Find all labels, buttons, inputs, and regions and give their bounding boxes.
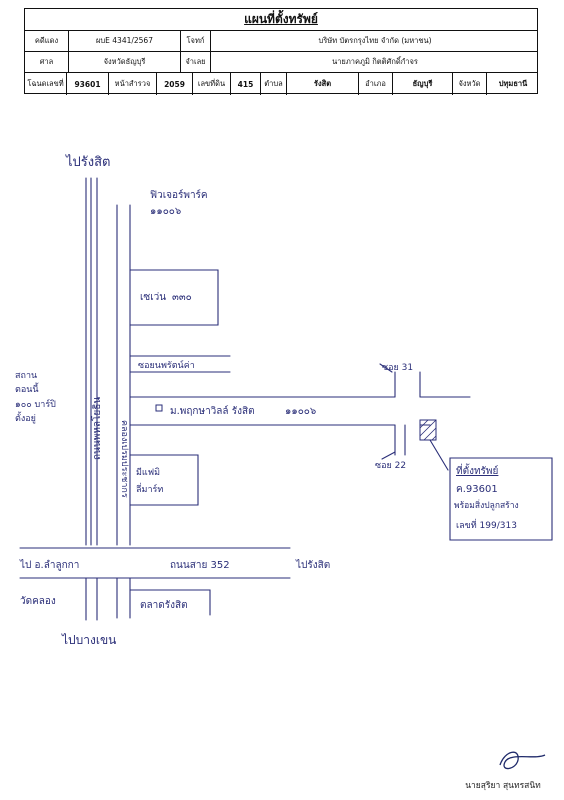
label-to-lamlukka: ไป อ.ลำลูกกา (19, 559, 79, 571)
land-no-label: เลขที่ดิน (193, 73, 231, 95)
label-soi-31: ซอย 31 (382, 363, 413, 373)
label-market: ตลาดรังสิต (140, 600, 188, 611)
property-info-table: แผนที่ตั้งทรัพย์ คดีแดง ผบE 4341/2567 โจ… (24, 8, 538, 95)
survey-number: 2059 (157, 73, 193, 95)
district-label: อำเภอ (359, 73, 393, 95)
mini-mart-block (129, 454, 199, 506)
label-soi-rangsit: ซอยนพรัตน์ค่า (138, 359, 195, 371)
label-property-addr: เลขที่ 199/313 (456, 518, 517, 531)
plaintiff-name: บริษัท บัตรกรุงไทย จำกัด (มหาชน) (318, 36, 432, 45)
label-canal: คลองเปรมประชากร (119, 420, 129, 498)
label-phahon-road: ถนนพหลโยธิน (90, 397, 103, 460)
soi31-arrow (379, 363, 393, 373)
label-property: ที่ตั้งทรัพย์ (456, 463, 498, 477)
defendant-name: นายภาคภูมิ กิตติศักดิ์กำจร (332, 57, 418, 66)
label-to-bang-khen: ไปบางเขน (61, 633, 116, 647)
page-title: แผนที่ตั้งทรัพย์ (244, 12, 318, 26)
case-number: ผบE 4341/2567 (69, 31, 181, 51)
label-left-lower-1: มีแฟมิ (136, 467, 160, 478)
deed-number: 93601 (67, 73, 109, 95)
case-row: คดีแดง ผบE 4341/2567 โจทก์ บริษัท บัตรกร… (25, 31, 537, 52)
label-soi-22: ซอย 22 (375, 461, 406, 471)
label-property-deed: ค.93601 (456, 484, 498, 495)
property-plot (419, 419, 437, 441)
label-road-352: ถนนสาย 352 (170, 560, 230, 571)
label-village-code: ๑๑๐๐๖ (285, 406, 316, 417)
label-left-lower-2: ลี่มาร์ท (136, 482, 163, 495)
label-left-note-2: ตอนนี้ (15, 382, 39, 395)
signature-mark (499, 751, 546, 770)
deed-label: โฉนดเลขที่ (25, 73, 67, 95)
subdistrict-name: รังสิต (287, 73, 359, 95)
market-block (129, 589, 211, 616)
province-label: จังหวัด (453, 73, 487, 95)
district-name: ธัญบุรี (393, 73, 453, 95)
label-left-note-4: ตั้งอยู่ (15, 411, 36, 424)
province-name: ปทุมธานี (498, 79, 528, 88)
deed-row: โฉนดเลขที่ 93601 หน้าสำรวจ 2059 เลขที่ดิ… (25, 73, 537, 95)
callout-pointer (429, 439, 449, 471)
label-to-rangsit-2: ไปรังสิต (295, 559, 330, 571)
label-seven-eleven: เซเว่น (140, 292, 166, 303)
label-left-note-1: สถาน (15, 371, 37, 381)
label-left-note-3: ๑๐๐ บาร์ปิ (15, 398, 56, 410)
property-callout-box (449, 457, 553, 541)
label-future-park-code: ๑๑๐๐๖ (150, 206, 181, 217)
future-park-block (129, 269, 219, 326)
survey-label: หน้าสำรวจ (109, 73, 157, 95)
court-name: จังหวัดธัญบุรี (69, 52, 181, 72)
case-label: คดีแดง (25, 31, 69, 51)
label-future-park: ฟิวเจอร์พาร์ค (150, 189, 208, 201)
label-to-rangsit: ไปรังสิต (65, 154, 111, 170)
soi22-arrow (381, 451, 396, 460)
subdistrict-label: ตำบล (261, 73, 287, 95)
court-label: ศาล (25, 52, 69, 72)
label-sev-code: ๓๓๐ (172, 292, 192, 303)
label-property-note: พร้อมสิ่งปลูกสร้าง (454, 499, 519, 511)
plaintiff-label: โจทก์ (181, 31, 211, 51)
defendant-label: จำเลย (181, 52, 211, 72)
court-row: ศาล จังหวัดธัญบุรี จำเลย นายภาคภูมิ กิตต… (25, 52, 537, 73)
village-marker (155, 404, 163, 412)
label-wat: วัดคลอง (20, 596, 56, 607)
title-row: แผนที่ตั้งทรัพย์ (25, 9, 537, 31)
label-village: ม.พฤกษาวิลล์ รังสิต (170, 405, 255, 417)
signatory-name: นายสุริยา สุนทรสนิท (465, 781, 541, 791)
land-number: 415 (231, 73, 261, 95)
